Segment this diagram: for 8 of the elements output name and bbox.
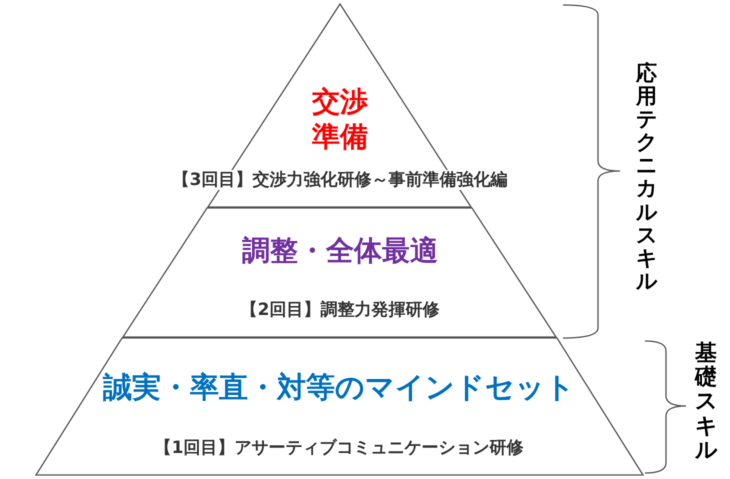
pyramid-tier	[34, 338, 644, 476]
tier-heading: 調整・全体最適	[241, 234, 439, 268]
course-title: 【1回目】アサーティブコミュニケーション研修	[154, 438, 524, 458]
course-title: 【2回目】調整力発揮研修	[240, 300, 440, 320]
vertical-label: 応用テクニカルスキル	[636, 62, 657, 293]
tier-heading: 交渉準備	[311, 84, 369, 154]
tier-heading: 誠実・率直・対等のマインドセット	[102, 370, 576, 405]
vertical-label: 基礎スキル	[695, 342, 717, 463]
